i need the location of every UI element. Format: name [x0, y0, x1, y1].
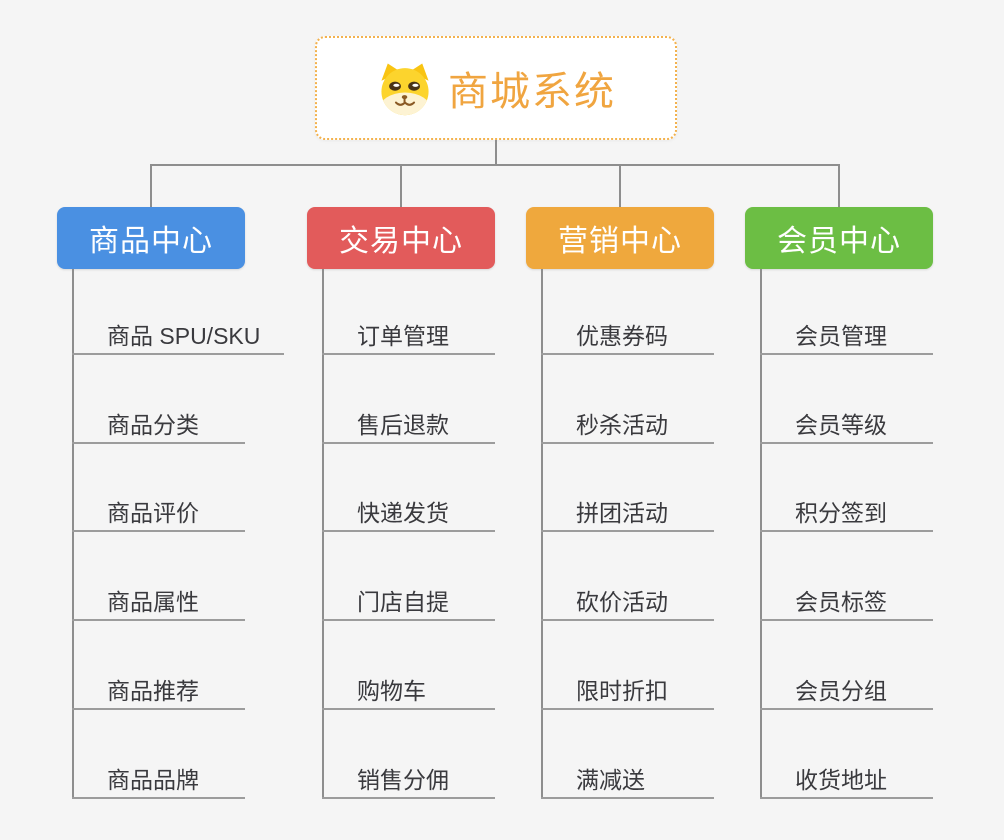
connector-drop-marketing — [619, 164, 621, 207]
leaf-node[interactable]: 积分签到 — [760, 490, 933, 532]
branch-column-trade-center: 交易中心 订单管理 售后退款 快递发货 门店自提 购物车 销售分佣 — [307, 207, 495, 807]
root-node-mall-system[interactable]: 商城系统 — [315, 36, 677, 140]
doge-face-icon — [376, 59, 434, 117]
leaf-node[interactable]: 销售分佣 — [322, 757, 495, 799]
leaf-node[interactable]: 会员等级 — [760, 402, 933, 444]
connector-drop-trade — [400, 164, 402, 207]
leaf-node[interactable]: 商品推荐 — [72, 668, 245, 710]
leaf-node[interactable]: 快递发货 — [322, 490, 495, 532]
branch-node-product-center[interactable]: 商品中心 — [57, 207, 245, 269]
connector-drop-member — [838, 164, 840, 207]
leaf-node[interactable]: 售后退款 — [322, 402, 495, 444]
branch-column-marketing-center: 营销中心 优惠券码 秒杀活动 拼团活动 砍价活动 限时折扣 满减送 — [526, 207, 714, 807]
connector-drop-product — [150, 164, 152, 207]
branch-node-trade-center[interactable]: 交易中心 — [307, 207, 495, 269]
leaf-node[interactable]: 门店自提 — [322, 579, 495, 621]
leaf-node[interactable]: 商品品牌 — [72, 757, 245, 799]
leaf-node[interactable]: 商品分类 — [72, 402, 245, 444]
branch-spine-line — [541, 269, 543, 799]
leaf-node[interactable]: 购物车 — [322, 668, 495, 710]
leaf-node[interactable]: 商品属性 — [72, 579, 245, 621]
connector-horizontal-line — [150, 164, 840, 166]
branch-node-member-center[interactable]: 会员中心 — [745, 207, 933, 269]
branch-column-member-center: 会员中心 会员管理 会员等级 积分签到 会员标签 会员分组 收货地址 — [745, 207, 933, 807]
branch-spine-line — [72, 269, 74, 799]
leaf-node[interactable]: 会员标签 — [760, 579, 933, 621]
branch-spine-line — [322, 269, 324, 799]
root-title: 商城系统 — [448, 70, 616, 114]
branch-column-product-center: 商品中心 商品 SPU/SKU 商品分类 商品评价 商品属性 商品推荐 商品品牌 — [57, 207, 285, 807]
leaf-node[interactable]: 收货地址 — [760, 757, 933, 799]
leaf-node[interactable]: 会员管理 — [760, 313, 933, 355]
leaf-node[interactable]: 订单管理 — [322, 313, 495, 355]
leaf-node[interactable]: 优惠券码 — [541, 313, 714, 355]
leaf-node[interactable]: 限时折扣 — [541, 668, 714, 710]
branch-spine-line — [760, 269, 762, 799]
leaf-node[interactable]: 商品评价 — [72, 490, 245, 532]
leaf-node[interactable]: 砍价活动 — [541, 579, 714, 621]
leaf-node[interactable]: 秒杀活动 — [541, 402, 714, 444]
connector-root-stub — [495, 140, 497, 164]
leaf-node[interactable]: 会员分组 — [760, 668, 933, 710]
leaf-node[interactable]: 拼团活动 — [541, 490, 714, 532]
leaf-node[interactable]: 满减送 — [541, 757, 714, 799]
branch-node-marketing-center[interactable]: 营销中心 — [526, 207, 714, 269]
leaf-node[interactable]: 商品 SPU/SKU — [72, 313, 285, 355]
